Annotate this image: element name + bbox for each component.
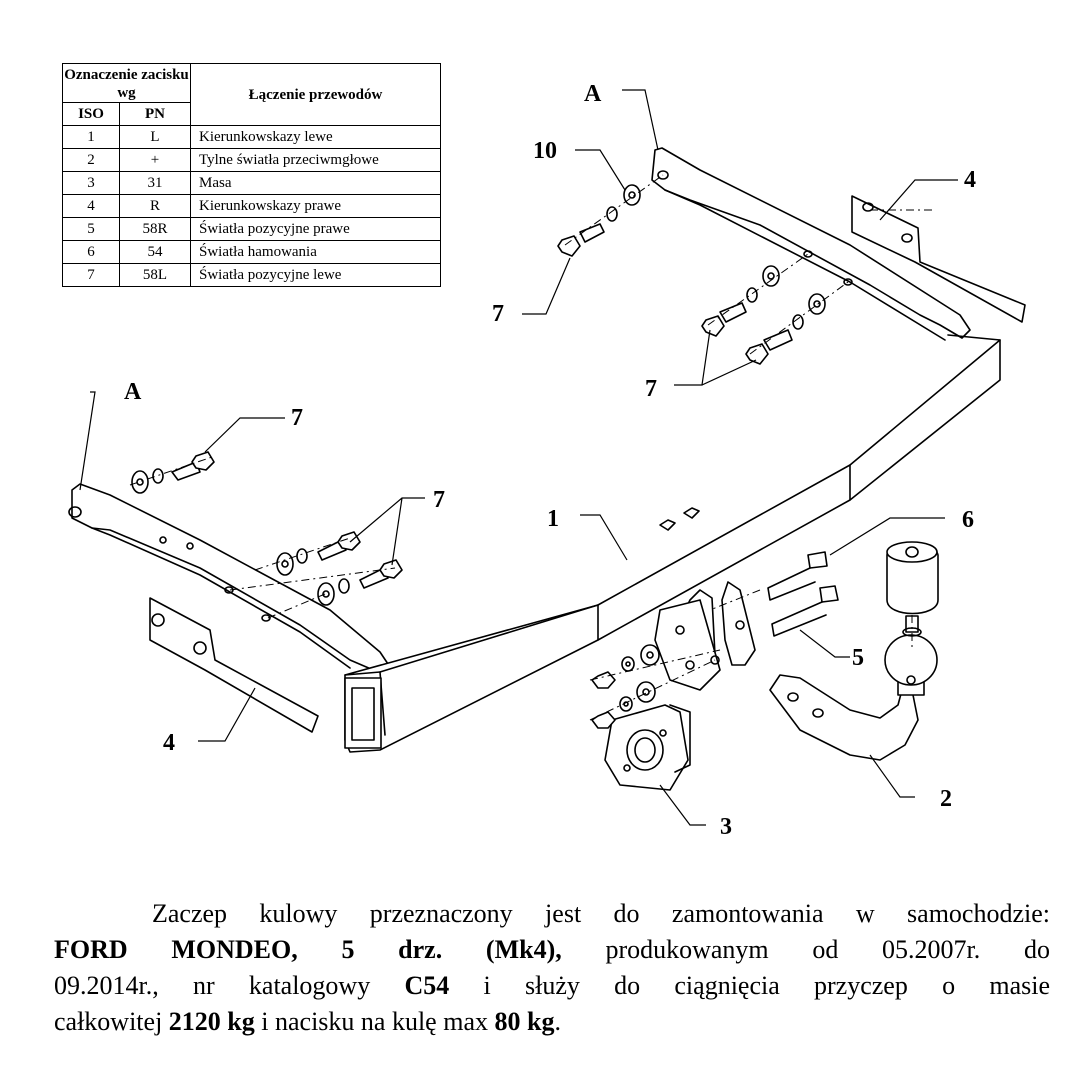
description-text: i służy do ciągnięcia przyczep o masie — [449, 971, 1051, 1000]
wire-description-cell: Kierunkowskazy lewe — [190, 125, 441, 149]
table-row: 2+Tylne światła przeciwmgłowe — [62, 148, 441, 172]
socket-bracket — [604, 704, 691, 791]
description-line: FORD MONDEO, 5 drz. (Mk4), produkowanym … — [54, 932, 1050, 968]
pn-cell: 58R — [119, 217, 191, 241]
pn-cell: L — [119, 125, 191, 149]
iso-cell: 2 — [62, 148, 120, 172]
assembly-axis-lines — [129, 174, 935, 721]
callout-3: 3 — [720, 814, 732, 840]
wire-description-cell: Światła pozycyjne prawe — [190, 217, 441, 241]
hook-bolts — [767, 551, 839, 637]
description-text: . — [554, 1007, 561, 1036]
support-bracket-left — [149, 597, 319, 733]
header-iso: ISO — [62, 102, 120, 126]
callout-4-top: 4 — [964, 167, 976, 193]
product-description: Zaczep kulowy przeznaczony jest do zamon… — [54, 896, 1050, 1040]
iso-cell: 3 — [62, 171, 120, 195]
callout-7-left-mid: 7 — [433, 487, 445, 513]
max-ball-load: 80 kg — [494, 1007, 555, 1036]
iso-cell: 6 — [62, 240, 120, 264]
header-wire-connection: Łączenie przewodów — [190, 63, 441, 126]
right-side-arm — [651, 147, 971, 341]
iso-cell: 7 — [62, 263, 120, 287]
iso-cell: 5 — [62, 217, 120, 241]
support-bracket-right — [851, 195, 1026, 323]
description-text: produkowanym od 05.2007r. do — [561, 935, 1050, 964]
callout-7-upper-left: 7 — [492, 301, 504, 327]
description-line: 09.2014r., nr katalogowy C54 i służy do … — [54, 968, 1050, 1004]
pn-cell: 54 — [119, 240, 191, 264]
ball-cap — [886, 541, 939, 637]
callout-5: 5 — [852, 645, 864, 671]
callout-7-upper-right: 7 — [645, 376, 657, 402]
left-side-arm — [68, 483, 389, 673]
description-line: całkowitej 2120 kg i nacisku na kulę max… — [54, 1004, 1050, 1040]
callout-1: 1 — [547, 506, 559, 532]
leader-lines — [79, 89, 958, 826]
wire-description-cell: Światła pozycyjne lewe — [190, 263, 441, 287]
main-cross-beam — [344, 334, 1001, 753]
callout-a-left: A — [124, 379, 142, 405]
callout-7-left-top: 7 — [291, 405, 303, 431]
towbar-exploded-drawing — [68, 89, 1026, 826]
pn-cell: R — [119, 194, 191, 218]
callout-a-top: A — [584, 81, 602, 107]
callout-10: 10 — [533, 138, 557, 164]
header-terminal-marking: Oznaczenie zacisku wg — [62, 63, 191, 103]
callout-6: 6 — [962, 507, 974, 533]
wire-description-cell: Masa — [190, 171, 441, 195]
header-pn: PN — [119, 102, 191, 126]
hook-mounting-plate — [654, 581, 756, 691]
description-text: 09.2014r., nr katalogowy — [54, 971, 405, 1000]
description-line: Zaczep kulowy przeznaczony jest do zamon… — [152, 899, 1050, 928]
wire-description-cell: Światła hamowania — [190, 240, 441, 264]
description-text: i nacisku na kulę max — [254, 1007, 495, 1036]
wire-description-cell: Tylne światła przeciwmgłowe — [190, 148, 441, 172]
vehicle-model: FORD MONDEO, 5 drz. (Mk4), — [54, 935, 562, 964]
callout-4-bottom: 4 — [163, 730, 175, 756]
pn-cell: 58L — [119, 263, 191, 287]
ball-hook — [769, 634, 938, 761]
catalog-number: C54 — [404, 971, 450, 1000]
left-arm-fasteners — [131, 451, 403, 606]
max-trailer-mass: 2120 kg — [168, 1007, 255, 1036]
description-text: całkowitej — [54, 1007, 169, 1036]
hook-nuts-washers — [591, 644, 660, 729]
callout-2: 2 — [940, 786, 952, 812]
wiring-table: Oznaczenie zacisku wg Łączenie przewodów… — [62, 63, 441, 287]
